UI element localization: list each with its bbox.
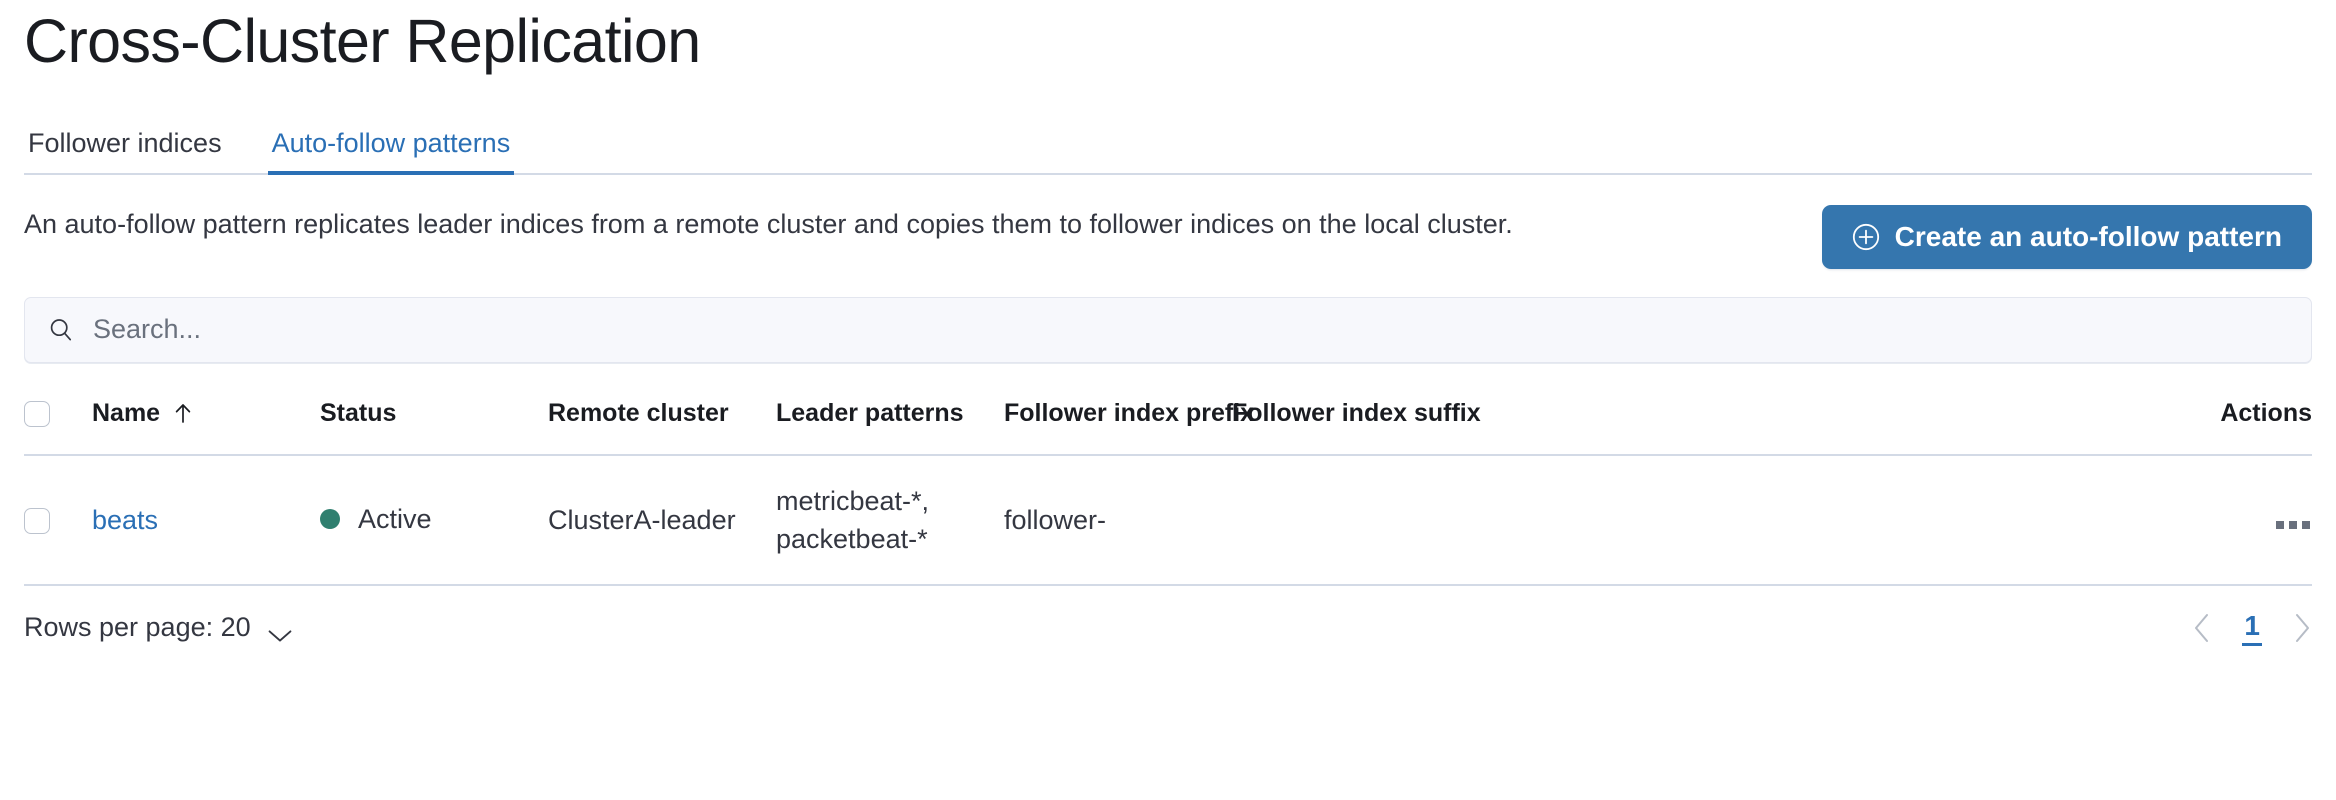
th-select-all — [24, 398, 92, 456]
status-badge: Active — [320, 504, 432, 535]
sort-arrow-up-icon — [172, 401, 194, 425]
leader-pattern-item: packetbeat-* — [776, 524, 928, 555]
table-footer: Rows per page: 20 1 — [24, 610, 2312, 646]
cell-follower-index-prefix: follower- — [1004, 454, 1232, 587]
pagination: 1 — [2192, 610, 2312, 646]
tab-auto-follow-patterns-label: Auto-follow patterns — [271, 128, 511, 159]
cell-select — [24, 454, 92, 587]
tab-bar: Follower indices Auto-follow patterns — [24, 113, 2312, 176]
intro-section: An auto-follow pattern replicates leader… — [24, 205, 2312, 269]
tab-follower-indices[interactable]: Follower indices — [24, 130, 226, 175]
table-row: beats Active ClusterA-leader metricbeat-… — [24, 454, 2312, 587]
plus-in-circle-icon — [1852, 223, 1880, 251]
cell-remote-cluster: ClusterA-leader — [548, 454, 776, 587]
cell-actions — [1532, 454, 2312, 587]
status-label: Active — [358, 503, 432, 534]
rows-per-page-label: Rows per page: 20 — [24, 612, 251, 643]
cell-status: Active — [320, 454, 548, 587]
status-dot-icon — [320, 509, 340, 530]
search-input[interactable] — [93, 314, 2289, 346]
row-select-checkbox[interactable] — [24, 508, 50, 535]
search-icon — [47, 316, 75, 344]
auto-follow-patterns-table: Name Status Remote cluster Leader patter… — [24, 398, 2312, 587]
cell-follower-index-suffix — [1232, 454, 1532, 587]
table-body: beats Active ClusterA-leader metricbeat-… — [24, 454, 2312, 587]
page-title: Cross-Cluster Replication — [24, 7, 701, 75]
select-all-checkbox[interactable] — [24, 401, 50, 428]
auto-follow-pattern-link[interactable]: beats — [92, 504, 159, 535]
th-follower-index-prefix[interactable]: Follower index prefix — [1004, 398, 1254, 456]
tab-follower-indices-label: Follower indices — [28, 128, 222, 159]
th-name-label: Name — [92, 398, 161, 427]
chevron-right-icon[interactable] — [2292, 612, 2312, 644]
th-status[interactable]: Status — [320, 398, 548, 456]
leader-pattern-item: metricbeat-*, — [776, 485, 930, 516]
rows-per-page-selector[interactable]: Rows per page: 20 — [24, 612, 293, 643]
chevron-down-icon — [267, 620, 293, 642]
intro-description: An auto-follow pattern replicates leader… — [24, 209, 1513, 240]
cell-name: beats — [92, 454, 320, 587]
th-name[interactable]: Name — [92, 398, 320, 456]
th-remote-cluster[interactable]: Remote cluster — [548, 398, 776, 456]
th-name-sort-control[interactable]: Name — [92, 399, 194, 428]
th-actions: Actions — [1532, 398, 2312, 456]
chevron-left-icon[interactable] — [2192, 612, 2212, 644]
table-header: Name Status Remote cluster Leader patter… — [24, 398, 2312, 456]
th-follower-index-suffix[interactable]: Follower index suffix — [1232, 398, 1532, 456]
table-header-row: Name Status Remote cluster Leader patter… — [24, 398, 2312, 456]
ellipsis-horizontal-icon[interactable] — [2274, 515, 2312, 535]
tab-auto-follow-patterns[interactable]: Auto-follow patterns — [267, 128, 515, 176]
cell-leader-patterns: metricbeat-*, packetbeat-* — [776, 454, 1004, 587]
search-bar[interactable] — [24, 296, 2312, 363]
create-auto-follow-pattern-button[interactable]: Create an auto-follow pattern — [1821, 205, 2312, 269]
pagination-page-1[interactable]: 1 — [2242, 610, 2262, 646]
create-auto-follow-pattern-label: Create an auto-follow pattern — [1894, 221, 2282, 253]
th-leader-patterns[interactable]: Leader patterns — [776, 398, 1004, 456]
